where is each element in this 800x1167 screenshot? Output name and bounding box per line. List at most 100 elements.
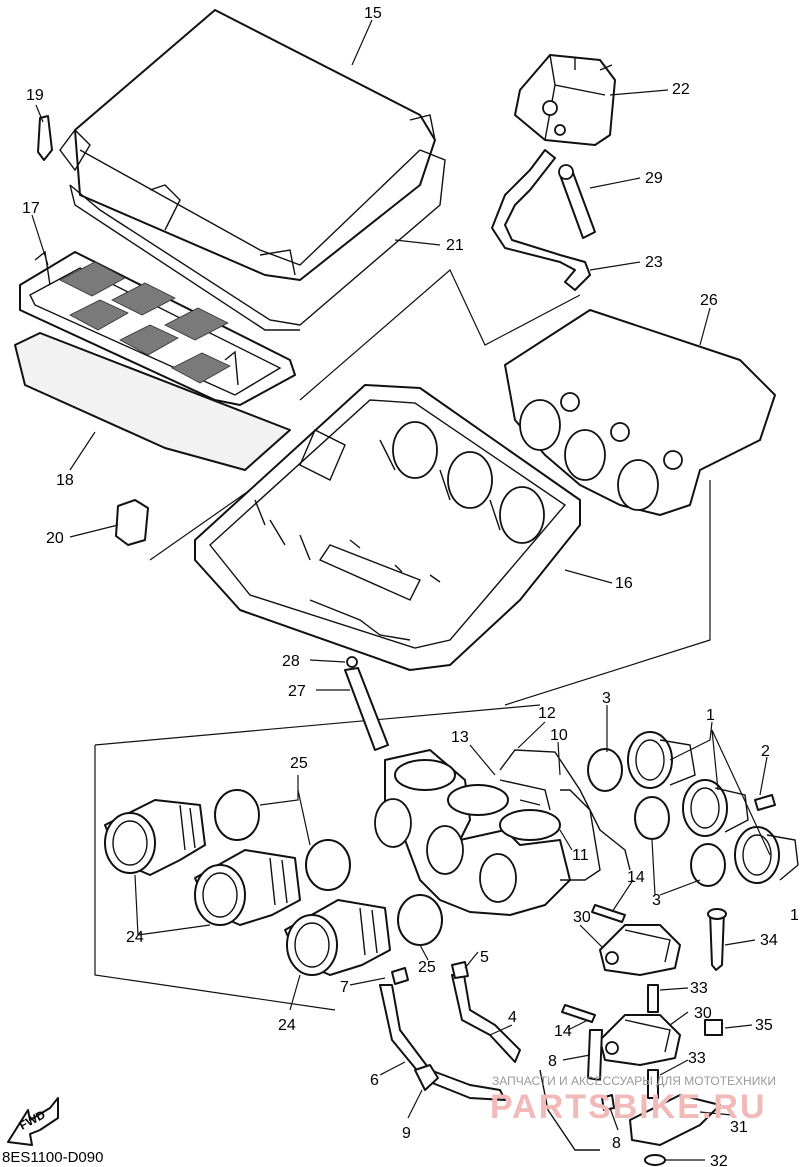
callout-32: 32 [710, 1153, 728, 1167]
hose-4 [451, 974, 521, 1063]
callout-30-top: 30 [573, 909, 591, 926]
clip-9 [414, 1064, 439, 1091]
intake-joint-1-middle [682, 779, 749, 837]
callout-34: 34 [760, 932, 778, 949]
clamp-3-b [634, 796, 670, 840]
intake-joint-1-lower [734, 826, 799, 884]
phantom-line-upper [299, 269, 581, 401]
clamp-25-a [214, 789, 260, 841]
tube-27 [344, 667, 389, 751]
callout-31: 31 [730, 1119, 748, 1136]
air-filter-element [19, 250, 296, 406]
fwd-arrow: FWD [7, 1097, 59, 1146]
callout-16: 16 [615, 575, 633, 592]
pipe-14-b [561, 1004, 596, 1023]
callout-14-bottom: 14 [554, 1023, 572, 1040]
clamp-28 [346, 656, 358, 668]
callout-14-top: 14 [627, 869, 645, 886]
callout-18: 18 [56, 472, 74, 489]
block-20 [115, 499, 149, 546]
fuel-line-10 [560, 789, 601, 881]
fuel-line-12 [499, 749, 631, 871]
callout-9: 9 [402, 1125, 411, 1142]
callout-21: 21 [446, 237, 464, 254]
callout-8-bottom: 8 [612, 1135, 621, 1152]
callout-labels: 15 19 17 21 22 29 23 26 18 20 16 28 27 2… [22, 5, 799, 1167]
callout-1-top: 1 [706, 707, 715, 724]
carburetor-assembly [374, 749, 571, 916]
callout-8-middle: 8 [548, 1053, 557, 1070]
callout-4: 4 [508, 1009, 517, 1026]
gasket-26 [504, 309, 776, 516]
clamp-3-c [690, 843, 726, 887]
callout-24-bottom: 24 [278, 1017, 296, 1034]
bracket-31 [629, 1094, 721, 1146]
callout-22: 22 [672, 81, 690, 98]
bolt-35 [704, 1019, 723, 1036]
callout-24-left: 24 [126, 929, 144, 946]
callout-2: 2 [761, 743, 770, 760]
air-filter-case [194, 384, 581, 671]
pipe-8-b [601, 1094, 615, 1111]
callout-25-bottom: 25 [418, 959, 436, 976]
air-filter-cover [59, 9, 436, 281]
callout-20: 20 [46, 530, 64, 547]
clamp-25-c [397, 894, 443, 946]
sensor-22 [514, 54, 616, 146]
watermark-line2: PARTSBIKE.RU [490, 1088, 767, 1126]
callout-30-bottom: 30 [694, 1005, 712, 1022]
callout-1-right: 1 [790, 907, 799, 924]
pipe-8-a [587, 1029, 603, 1081]
valve-30-lower [599, 1014, 681, 1066]
callout-13: 13 [451, 729, 469, 746]
callout-35: 35 [755, 1017, 773, 1034]
callout-33-bottom: 33 [688, 1050, 706, 1067]
pipe-29 [559, 169, 596, 239]
clamp-5 [451, 961, 469, 979]
callout-3-top: 3 [602, 690, 611, 707]
callout-27: 27 [288, 683, 306, 700]
callout-15: 15 [364, 5, 382, 22]
callout-28: 28 [282, 653, 300, 670]
callout-12: 12 [538, 705, 556, 722]
line-8-route [539, 1069, 600, 1151]
callout-19: 19 [26, 87, 44, 104]
callout-29: 29 [645, 170, 663, 187]
washer-32 [644, 1154, 666, 1166]
callout-3-bottom: 3 [652, 892, 661, 909]
valve-30-upper [599, 924, 681, 976]
hose-23 [491, 149, 591, 291]
callout-25-top: 25 [290, 755, 308, 772]
pipe-14-a [591, 904, 626, 923]
carb-boundary-line [94, 704, 541, 1011]
callout-17: 17 [22, 200, 40, 217]
hose-6 [379, 984, 506, 1101]
callout-5: 5 [480, 949, 489, 966]
phantom-line-right [504, 480, 711, 706]
callout-6: 6 [370, 1072, 379, 1089]
callout-7: 7 [340, 979, 349, 996]
diagram-code: 8ES1100-D090 [2, 1149, 103, 1166]
callout-11: 11 [572, 847, 589, 864]
funnel-24-a [104, 799, 206, 876]
watermark-line1: ЗАПЧАСТИ И АКСЕССУАРЫ ДЛЯ МОТОТЕХНИКИ [492, 1074, 776, 1088]
bolt-2 [754, 794, 776, 811]
callout-10: 10 [550, 727, 568, 744]
callout-33-top: 33 [690, 980, 708, 997]
funnel-24-b [194, 849, 301, 926]
clip-19 [37, 115, 53, 161]
cover-gasket [69, 149, 446, 331]
spacer-33-a [647, 984, 659, 1013]
funnel-24-c [284, 899, 391, 976]
clamp-3-a [587, 748, 623, 792]
leader-lines [31, 19, 771, 1161]
intake-joint-1-upper [627, 731, 696, 789]
spacer-33-b [647, 1069, 659, 1099]
callout-23: 23 [645, 254, 663, 271]
clamp-25-b [305, 839, 351, 891]
callout-26: 26 [700, 292, 718, 309]
filter-sponge [14, 332, 291, 471]
bolt-34 [709, 911, 725, 971]
